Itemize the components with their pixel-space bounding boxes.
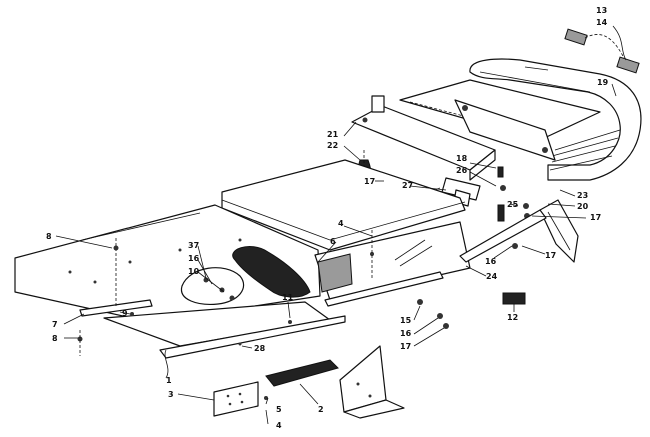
callout-5: 5 — [276, 405, 282, 414]
callout-7: 7 — [52, 320, 58, 329]
fasteners — [77, 230, 374, 400]
callout-21: 21 — [327, 130, 339, 139]
callout-17: 17 — [364, 177, 375, 186]
callout-26: 26 — [456, 166, 468, 175]
callout-16-lower: 16 — [400, 329, 412, 338]
lower-footrest-sheet — [79, 271, 444, 359]
callout-22: 22 — [327, 141, 338, 150]
callout-17-lower: 17 — [400, 342, 411, 351]
callout-13: 13 — [596, 6, 607, 15]
callout-19: 19 — [597, 78, 609, 87]
callout-28: 28 — [254, 344, 266, 353]
callout-12: 12 — [507, 313, 518, 322]
left-footrest-panel — [14, 204, 321, 323]
reflector-pair — [564, 28, 640, 74]
runner-bracket — [339, 345, 405, 419]
callout-8: 8 — [46, 232, 52, 241]
decal — [502, 292, 526, 305]
callout-4: 4 — [338, 219, 344, 228]
traction-pad — [265, 359, 339, 387]
callout-1: 1 — [166, 376, 172, 385]
callout-3: 3 — [168, 390, 174, 399]
callout-17-right: 17 — [590, 213, 601, 222]
rear-bumper-assembly — [399, 58, 642, 181]
callout-17-rod: 17 — [545, 251, 556, 260]
support-rod — [459, 209, 547, 263]
callout-11: 11 — [282, 293, 294, 302]
callout-6: 6 — [330, 237, 336, 246]
tunnel-top-panel — [221, 159, 466, 251]
callout-25: 25 — [507, 200, 519, 209]
step-plate — [213, 381, 259, 417]
right-side-panel — [314, 221, 471, 301]
callout-37: 37 — [188, 241, 199, 250]
callout-18: 18 — [456, 154, 468, 163]
callout-23: 23 — [577, 191, 588, 200]
leader-lines — [55, 25, 627, 425]
callout-9: 9 — [122, 309, 128, 318]
callout-2: 2 — [318, 405, 324, 414]
seat-recess — [180, 246, 311, 305]
callout-16: 16 — [485, 257, 497, 266]
callout-14: 14 — [596, 18, 608, 27]
callout-20: 20 — [577, 202, 589, 211]
callout-10: 10 — [188, 267, 200, 276]
bolt-set — [417, 299, 449, 329]
callout-27: 27 — [402, 181, 413, 190]
callout-labels: 13 14 19 21 22 18 26 17 27 23 20 25 17 8… — [46, 6, 609, 430]
bumper-side-bracket — [539, 199, 579, 263]
callout-4-lower: 4 — [276, 421, 282, 430]
callout-8-lower: 8 — [52, 334, 58, 343]
callout-24: 24 — [486, 272, 498, 281]
callout-16-seat: 16 — [188, 254, 200, 263]
callout-15: 15 — [400, 316, 412, 325]
